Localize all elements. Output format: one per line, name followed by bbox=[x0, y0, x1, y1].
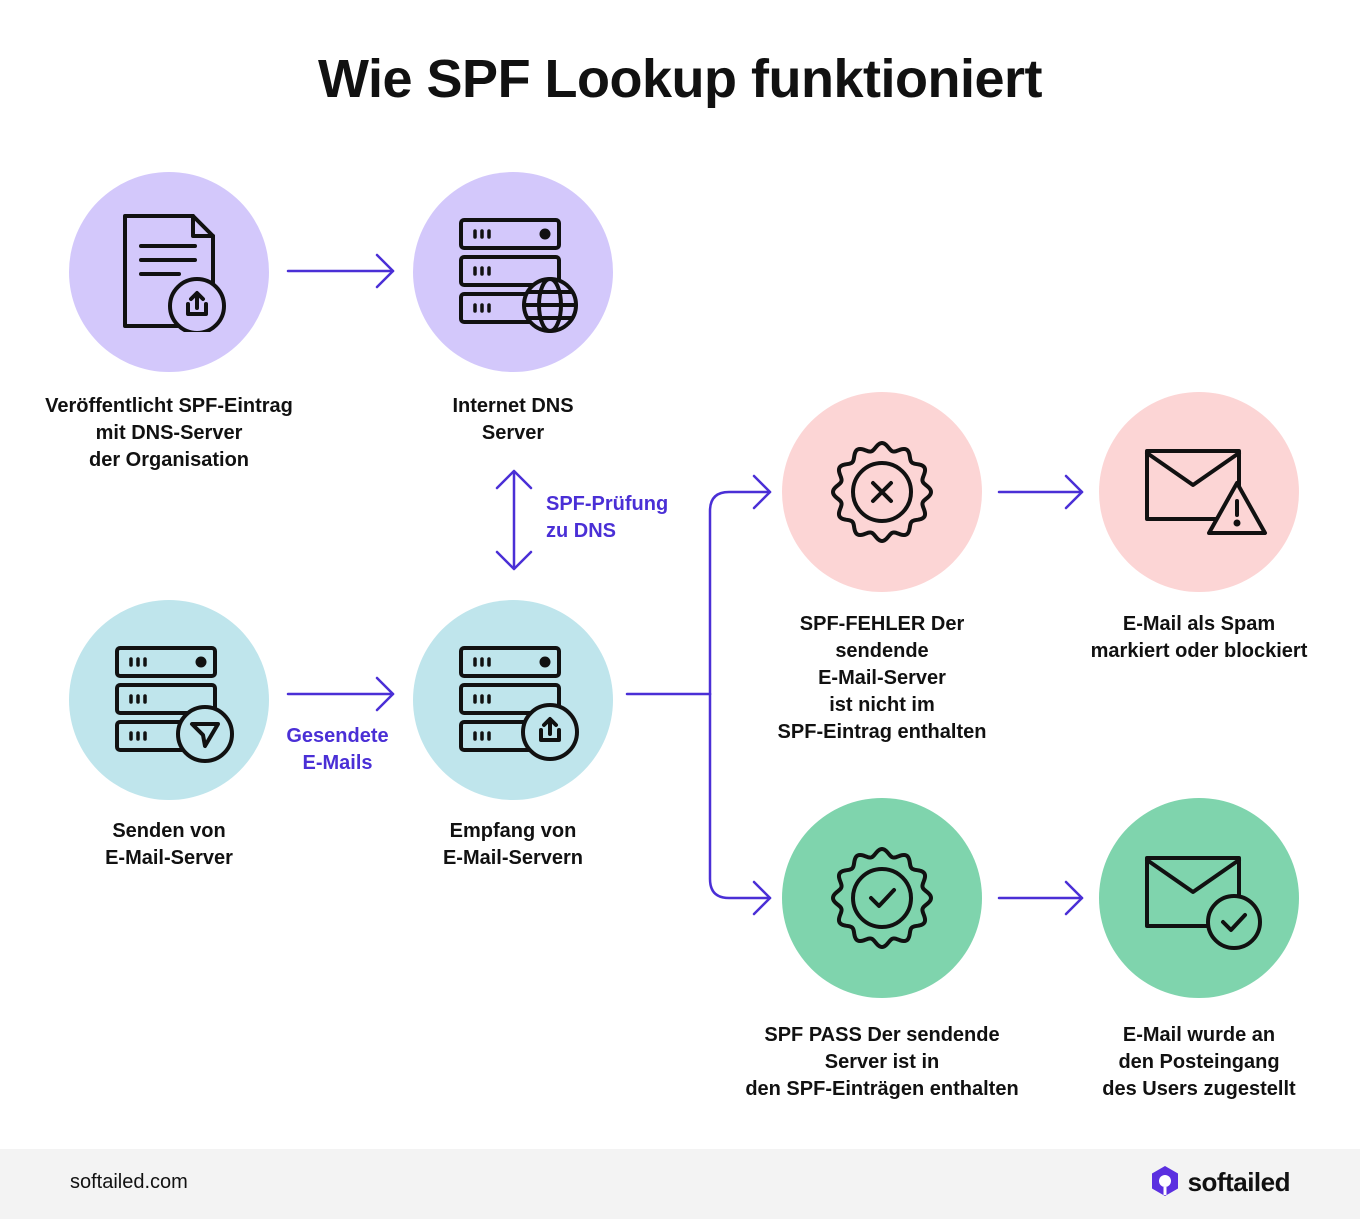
edge-label-sent-mails: Gesendete E-Mails bbox=[286, 725, 389, 774]
node-receiver-circle bbox=[413, 600, 613, 800]
node-dns-label: Internet DNS Server bbox=[452, 395, 574, 444]
node-pass-label: SPF PASS Der sendende Server ist in den … bbox=[745, 1024, 1019, 1100]
brand-name: softailed bbox=[1187, 1166, 1291, 1197]
node-delivered-label: E-Mail wurde an den Posteingang des User… bbox=[1102, 1024, 1296, 1100]
arrow-sender-to-receiver bbox=[286, 676, 395, 712]
brand-logo[interactable]: softailed bbox=[1150, 1165, 1291, 1199]
badge-x-icon bbox=[831, 441, 933, 543]
mail-warning-icon bbox=[1145, 449, 1267, 535]
badge-check-icon bbox=[831, 847, 933, 949]
server-globe-icon bbox=[459, 218, 578, 333]
arrow-publish-to-dns bbox=[286, 253, 395, 289]
node-publish-label: Veröffentlicht SPF-Eintrag mit DNS-Serve… bbox=[45, 395, 293, 471]
server-send-icon bbox=[115, 646, 234, 763]
server-upload-icon bbox=[459, 646, 579, 761]
node-receiver-label: Empfang von E-Mail-Servern bbox=[442, 820, 584, 869]
arrow-receiver-branch bbox=[625, 474, 772, 916]
node-fail-label: SPF-FEHLER Der sendende E-Mail-Server is… bbox=[777, 613, 987, 743]
page-title: Wie SPF Lookup funktioniert bbox=[318, 49, 1043, 109]
node-pass-circle bbox=[782, 798, 982, 998]
node-sender-label: Senden von E-Mail-Server bbox=[105, 820, 233, 869]
node-spam-label: E-Mail als Spam markiert oder blockiert bbox=[1090, 613, 1308, 662]
node-sender-circle bbox=[69, 600, 269, 800]
edge-label-spf-check: SPF-Prüfung zu DNS bbox=[546, 493, 669, 542]
document-upload-icon bbox=[123, 214, 226, 332]
footer-url[interactable]: softailed.com bbox=[70, 1171, 188, 1193]
node-spam-circle bbox=[1099, 392, 1299, 592]
softailed-logo-icon bbox=[1151, 1166, 1178, 1196]
mail-check-icon bbox=[1145, 856, 1262, 950]
arrow-fail-to-spam bbox=[997, 474, 1084, 510]
node-dns-circle bbox=[413, 172, 613, 372]
footer: softailed.com softailed bbox=[0, 1149, 1360, 1219]
arrow-receiver-dns-bidirectional bbox=[495, 469, 533, 571]
node-delivered-circle bbox=[1099, 798, 1299, 998]
arrow-pass-to-delivered bbox=[997, 880, 1084, 916]
